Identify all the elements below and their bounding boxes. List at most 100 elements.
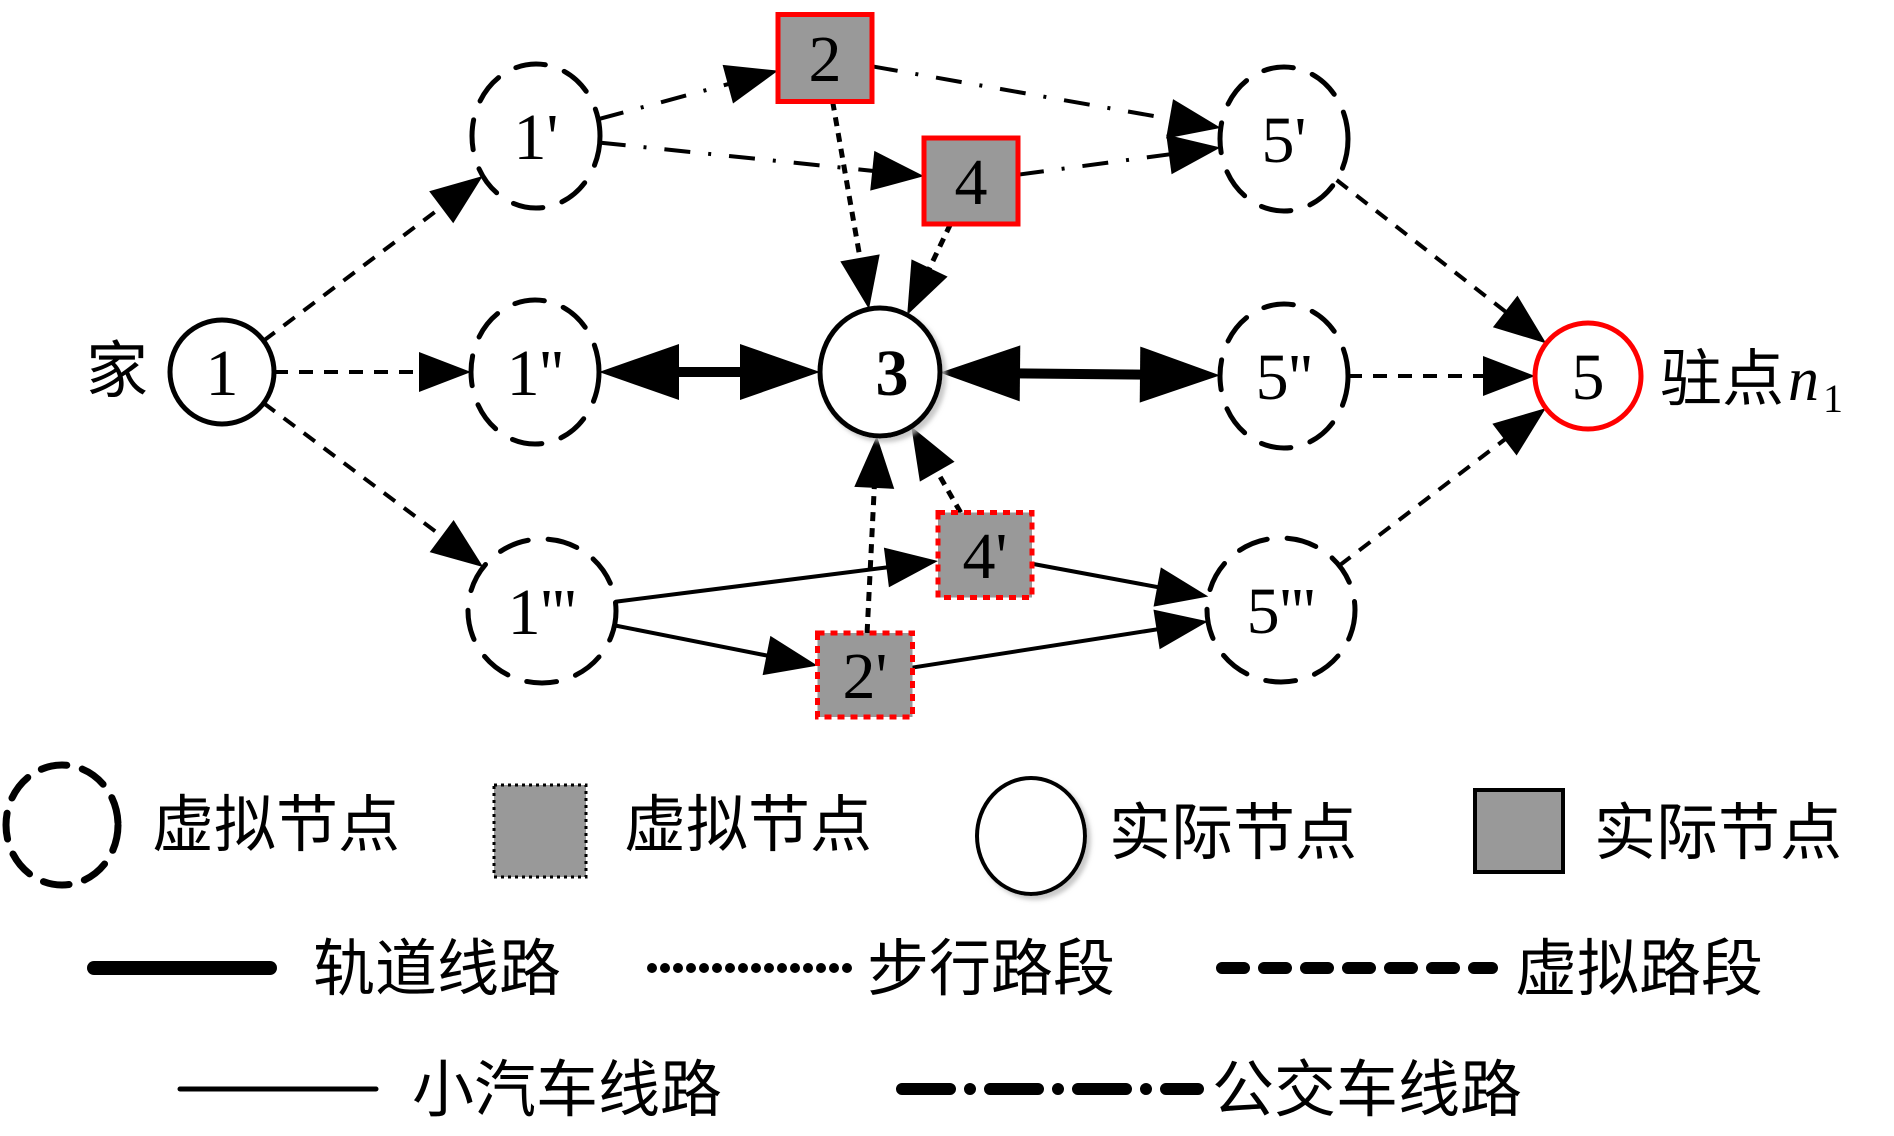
node-5ppp: 5''': [1204, 535, 1358, 685]
legend-label: 小汽车线路: [412, 1057, 722, 1125]
node-label: 4: [955, 146, 988, 219]
edge-walk-4-to-3: [907, 222, 953, 315]
actual-node-square: [775, 12, 875, 104]
arrowhead-icon: [883, 547, 938, 588]
edge-car-4p-to-5ppp: [1031, 561, 1209, 607]
legend-solid-gray-square-icon: [1473, 788, 1565, 874]
edge-line: [871, 64, 1174, 122]
edge-line: [1338, 435, 1509, 568]
legend-item-bus: 公交车线路: [896, 1057, 1522, 1125]
node-4p: 4': [935, 510, 1035, 600]
arrowhead-icon: [854, 435, 895, 489]
actual-node-circle: [817, 305, 943, 439]
edge-rail-1pp-to-3: [599, 344, 820, 400]
edge-walk-2-to-3: [830, 101, 880, 310]
arrowhead-icon: [1139, 346, 1221, 403]
arrowhead-icon: [840, 254, 880, 310]
edge-line: [1335, 178, 1510, 316]
edge-walk-2p-to-3: [854, 435, 895, 634]
edge-line: [864, 483, 877, 634]
node-label: 4': [963, 520, 1008, 593]
edge-line: [262, 203, 446, 343]
edge-line: [925, 222, 953, 273]
stop-label: 驻点 n 1: [1660, 346, 1843, 421]
node-1pp: 1'': [468, 297, 602, 447]
edge-walk-4p-to-3: [911, 426, 963, 514]
legend-dotted-gray-square-icon: [492, 783, 588, 879]
arrowhead-icon: [1166, 134, 1221, 175]
stop-label-subscript: 1: [1823, 376, 1843, 421]
virtual-node-circle: [468, 297, 602, 447]
edge-car-1ppp-to-4p: [615, 547, 938, 604]
node-3: 3: [817, 305, 943, 439]
arrowhead-icon: [722, 64, 778, 104]
node-label: 5': [1262, 104, 1307, 177]
legend: 虚拟节点 虚拟节点 实际节点 实际节点 轨道线路 步行路段 虚拟路段: [2, 761, 1842, 1125]
edge-line: [1015, 368, 1145, 380]
legend-label: 轨道线路: [313, 936, 561, 1004]
edge-car-2p-to-5ppp: [912, 609, 1208, 670]
home-label: 家: [86, 338, 148, 406]
arrowhead-icon: [870, 150, 924, 191]
legend-label: 虚拟路段: [1515, 936, 1763, 1004]
virtual-node-circle: [465, 536, 619, 686]
node-2p: 2': [815, 630, 915, 720]
virtual-node-square: [815, 630, 915, 720]
node-2: 2: [775, 12, 875, 104]
node-5pp: 5'': [1217, 301, 1351, 451]
edge-virtual-1-to-1ppp: [262, 401, 484, 568]
edge-line: [597, 81, 733, 122]
legend-label: 公交车线路: [1212, 1057, 1522, 1125]
legend-item-car: 小汽车线路: [177, 1057, 722, 1125]
stop-label-symbol: n: [1788, 346, 1819, 414]
legend-item-virtual-circle: 虚拟节点: [2, 761, 400, 889]
edge-virtual-5p-to-5: [1335, 178, 1547, 344]
virtual-node-square: [935, 510, 1035, 600]
actual-node-square: [921, 135, 1021, 227]
node-label: 5: [1572, 341, 1605, 414]
legend-label: 虚拟节点: [152, 792, 400, 860]
arrowhead-icon: [762, 635, 818, 676]
virtual-node-circle: [1204, 535, 1358, 685]
edge-virtual-1-to-1p: [262, 175, 483, 343]
arrowhead-icon: [1492, 408, 1546, 456]
legend-solid-circle-icon: [975, 776, 1087, 896]
arrowhead-icon: [939, 345, 1021, 402]
node-5: 5: [1532, 320, 1644, 432]
stop-label-text: 驻点: [1660, 346, 1784, 414]
node-1ppp: 1''': [465, 536, 619, 686]
virtual-node-circle: [1217, 301, 1351, 451]
arrowhead-icon: [1483, 356, 1535, 396]
legend-item-walk: 步行路段: [647, 936, 1115, 1004]
edge-car-1ppp-to-2p: [614, 623, 818, 676]
legend-item-actual-square: 实际节点: [1473, 788, 1842, 874]
edge-line: [933, 466, 963, 514]
node-label: 1': [514, 101, 559, 174]
arrowhead-icon: [740, 344, 820, 400]
edge-line: [1031, 561, 1162, 590]
legend-label: 实际节点: [1594, 800, 1842, 868]
edge-bus-2-to-5p: [871, 64, 1221, 139]
edge-bus-4-to-5p: [1017, 134, 1221, 177]
legend-label: 步行路段: [867, 936, 1115, 1004]
edge-line: [599, 140, 877, 174]
edge-line: [614, 623, 771, 659]
virtual-node-circle: [469, 61, 603, 211]
node-label: 2': [843, 640, 888, 713]
edge-line: [912, 626, 1161, 670]
legend-label: 实际节点: [1109, 800, 1357, 868]
node-5p: 5': [1217, 64, 1351, 214]
edge-virtual-5pp-to-5: [1348, 356, 1535, 396]
virtual-node-circle: [1217, 64, 1351, 214]
edge-line: [615, 564, 891, 604]
arrowhead-icon: [911, 426, 955, 482]
node-label: 5''': [1247, 575, 1316, 648]
node-label: 1''': [508, 576, 577, 649]
node-label: 2: [809, 23, 842, 96]
arrowhead-icon: [1492, 295, 1547, 344]
edge-rail-3-to-5pp: [939, 345, 1221, 403]
legend-item-rail: 轨道线路: [87, 936, 561, 1004]
edges-layer: [262, 64, 1547, 676]
